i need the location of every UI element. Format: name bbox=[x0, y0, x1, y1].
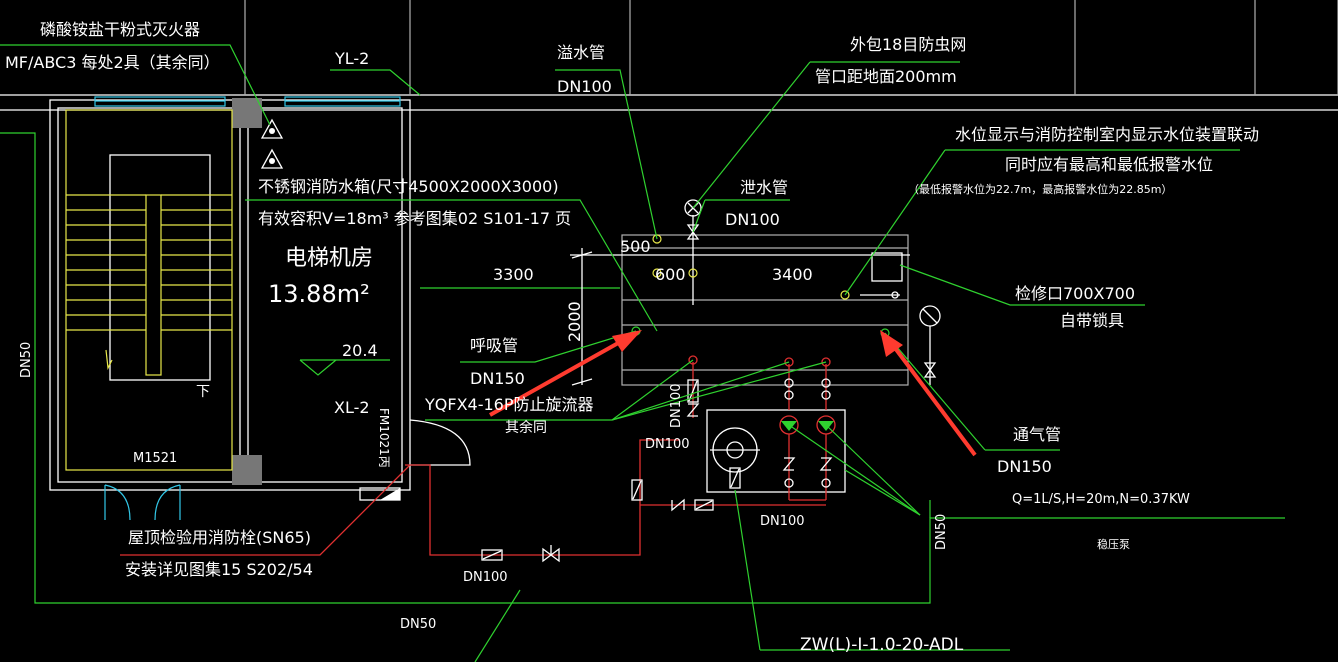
pipe-size-left: DN50 bbox=[19, 342, 34, 378]
pump-set bbox=[706, 409, 846, 493]
elevation-marker bbox=[299, 359, 390, 376]
tank-fittings bbox=[631, 234, 900, 367]
level-label-3: （最低报警水位为22.7m，最高报警水位为22.85m） bbox=[908, 182, 1172, 196]
leader-lines bbox=[0, 44, 1240, 662]
annotation-arrow bbox=[489, 330, 977, 457]
down-mark: 下 bbox=[196, 384, 210, 400]
extinguisher-label-1: 磷酸铵盐干粉式灭火器 bbox=[40, 20, 200, 39]
text-labels: 磷酸铵盐干粉式灭火器 MF/ABC3 每处2具（其余同） YL-2 溢水管 DN… bbox=[5, 20, 1259, 655]
pipe-size-suction: DN100 bbox=[645, 437, 690, 452]
stabilizer-pump-label: 稳压泵 bbox=[1097, 537, 1130, 551]
room-area: 13.88m² bbox=[268, 280, 370, 308]
level-label-2: 同时应有最高和最低报警水位 bbox=[1005, 155, 1213, 174]
pipe-size-bottom: DN100 bbox=[463, 570, 508, 585]
pump-spec: Q=1L/S,H=20m,N=0.37KW bbox=[1012, 492, 1190, 507]
access-label-1: 检修口700X700 bbox=[1015, 284, 1135, 303]
dim-500: 500 bbox=[620, 237, 651, 256]
room-name: 电梯机房 bbox=[285, 246, 373, 271]
tank-label-1: 不锈钢消防水箱(尺寸4500X2000X3000) bbox=[258, 177, 559, 196]
dim-2000: 2000 bbox=[565, 301, 584, 342]
drain-label-2: DN100 bbox=[725, 210, 780, 229]
pipe-size-pump: DN100 bbox=[760, 514, 805, 529]
level-label-1: 水位显示与消防控制室内显示水位装置联动 bbox=[955, 125, 1259, 144]
yl2-label: YL-2 bbox=[334, 49, 369, 68]
hydrant-label-1: 屋顶检验用消防栓(SN65) bbox=[128, 528, 311, 547]
stair-room bbox=[49, 96, 471, 521]
xl2-label: XL-2 bbox=[334, 398, 370, 417]
extinguisher-label-2: MF/ABC3 每处2具（其余同） bbox=[5, 53, 220, 72]
screen-label-1: 外包18目防虫网 bbox=[850, 35, 966, 54]
access-label-2: 自带锁具 bbox=[1060, 311, 1124, 330]
roof-boundary bbox=[0, 132, 1285, 604]
gate-valve-icon bbox=[481, 379, 714, 563]
pipe-size-riser: DN100 bbox=[669, 383, 684, 428]
dim-3300: 3300 bbox=[493, 265, 534, 284]
drain-label-1: 泄水管 bbox=[740, 178, 788, 197]
dim-600: 600 bbox=[655, 265, 686, 284]
check-valve-icon bbox=[671, 378, 833, 512]
pump-model: ZW(L)-I-1.0-20-ADL bbox=[800, 635, 964, 655]
vortex-label-2: 其余同 bbox=[505, 419, 547, 436]
hydrant-label-2: 安装详见图集15 S202/54 bbox=[125, 560, 313, 579]
float-switch-icon bbox=[919, 305, 941, 385]
screen-label-2: 管口距地面200mm bbox=[815, 67, 957, 86]
door-m1521: M1521 bbox=[133, 451, 177, 466]
hydrant-leader bbox=[120, 464, 411, 556]
vent-label-1: 通气管 bbox=[1013, 425, 1061, 444]
overflow-label-2: DN100 bbox=[557, 77, 612, 96]
tank-label-2: 有效容积V=18m³ 参考图集02 S101-17 页 bbox=[258, 209, 571, 228]
breath-label-1: 呼吸管 bbox=[470, 336, 518, 355]
fire-extinguisher-icon bbox=[260, 118, 284, 169]
pipe-size-roof: DN50 bbox=[400, 617, 436, 632]
pipe-size-right: DN50 bbox=[934, 514, 949, 550]
overflow-label-1: 溢水管 bbox=[557, 43, 605, 62]
vortex-label-1: YQFX4-16P防止旋流器 bbox=[424, 395, 594, 414]
elevation-value: 20.4 bbox=[342, 341, 378, 360]
vent-label-2: DN150 bbox=[997, 457, 1052, 476]
breath-label-2: DN150 bbox=[470, 369, 525, 388]
dim-3400: 3400 bbox=[772, 265, 813, 284]
pump-icon bbox=[779, 415, 836, 435]
door-label: FM1021丙 bbox=[377, 408, 391, 468]
